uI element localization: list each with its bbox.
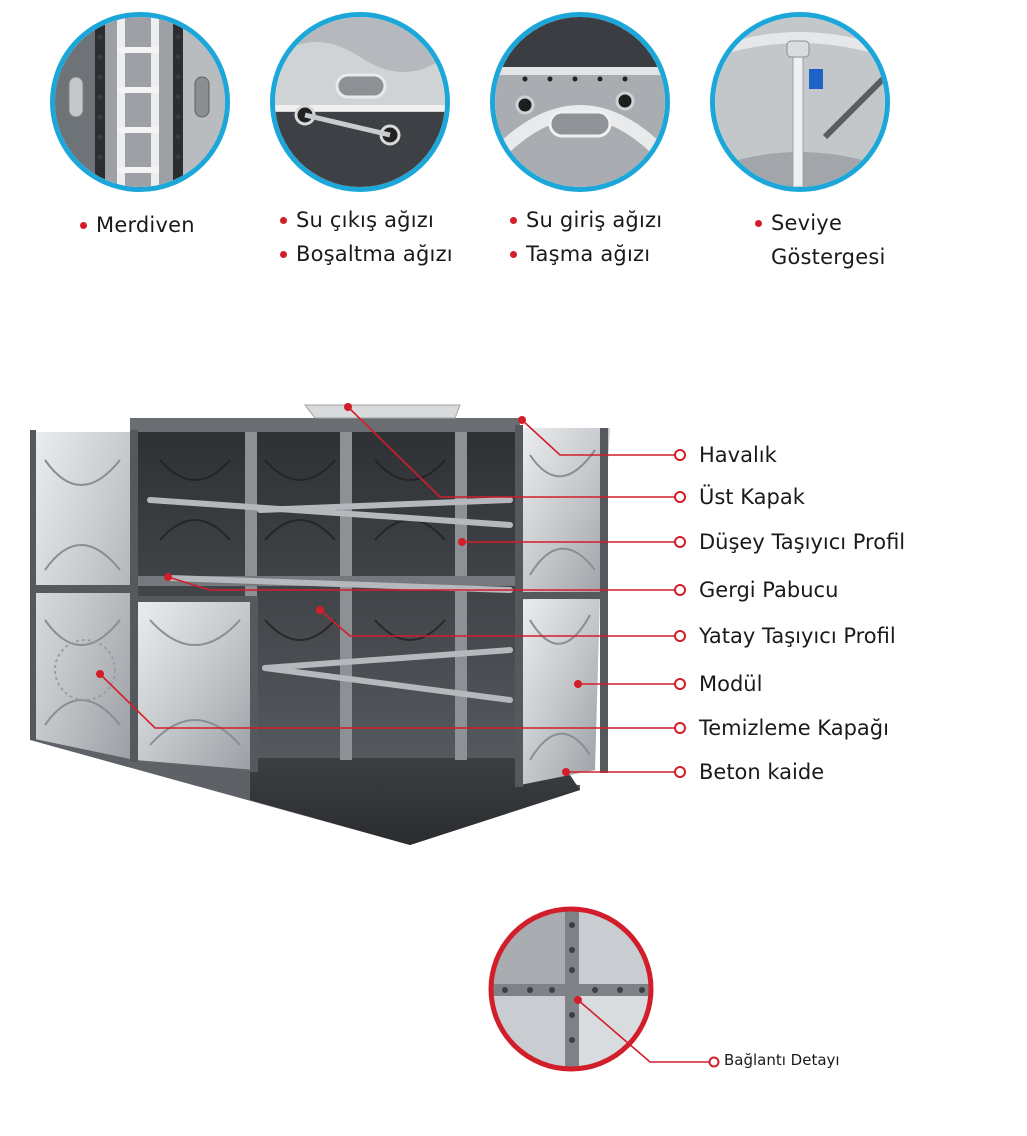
detail-circle-level <box>710 12 890 192</box>
bullet-dot-icon <box>510 250 517 258</box>
callout-ring-icon <box>674 449 686 778</box>
feature-item: Seviye <box>755 206 886 240</box>
feature-item: Su çıkış ağızı <box>280 203 453 237</box>
tank-right-wall <box>515 425 610 787</box>
connection-detail-label: Bağlantı Detayı <box>724 1051 840 1069</box>
callout-label-tension-shoe: Gergi Pabucu <box>699 578 839 602</box>
callout-label-cleaning-cover: Temizleme Kapağı <box>699 716 889 740</box>
bullet-dot-icon <box>80 221 87 229</box>
feature-label: Su giriş ağızı <box>526 208 663 232</box>
feature-list-level: Seviye Göstergesi <box>755 206 886 274</box>
callout-label-vent: Havalık <box>699 443 777 467</box>
feature-item: Taşma ağızı <box>510 237 662 271</box>
feature-item: Boşaltma ağızı <box>280 237 453 271</box>
feature-label: Boşaltma ağızı <box>296 242 453 266</box>
callout-ring-icon <box>708 1056 720 1068</box>
connection-detail-circle <box>488 906 720 1072</box>
detail-circle-inlet <box>490 12 670 192</box>
feature-label: Taşma ağızı <box>526 242 651 266</box>
callout-leader-lines <box>99 406 676 773</box>
feature-list-ladder: Merdiven <box>80 208 195 242</box>
inlet-detail-illustration <box>495 17 665 187</box>
feature-item: Merdiven <box>80 208 195 242</box>
tank-roof <box>130 404 520 432</box>
feature-list-outlet: Su çıkış ağızı Boşaltma ağızı <box>280 203 453 271</box>
feature-label: Merdiven <box>96 213 195 237</box>
feature-label: Su çıkış ağızı <box>296 208 434 232</box>
feature-label: Göstergesi <box>771 245 886 269</box>
feature-item: Göstergesi <box>755 240 886 274</box>
callout-anchor-dots <box>96 403 582 776</box>
bullet-dot-icon <box>280 250 287 258</box>
callout-label-concrete-base: Beton kaide <box>699 760 825 784</box>
feature-list-inlet: Su giriş ağızı Taşma ağızı <box>510 203 662 271</box>
tank-tie-rods <box>147 497 513 703</box>
callout-label-module: Modül <box>699 672 763 696</box>
outlet-detail-illustration <box>275 17 445 187</box>
feature-label: Seviye <box>771 211 843 235</box>
bullet-dot-icon <box>755 219 762 227</box>
callout-label-horizontal-profile: Yatay Taşıyıcı Profil <box>699 624 896 648</box>
bullet-dot-icon <box>510 216 517 224</box>
detail-circle-outlet <box>270 12 450 192</box>
bullet-dot-icon <box>280 216 287 224</box>
callout-label-vertical-profile: Düşey Taşıyıcı Profil <box>699 530 906 554</box>
callout-label-top-cover: Üst Kapak <box>699 485 805 509</box>
feature-item: Su giriş ağızı <box>510 203 662 237</box>
tank-left-wall <box>30 430 258 772</box>
